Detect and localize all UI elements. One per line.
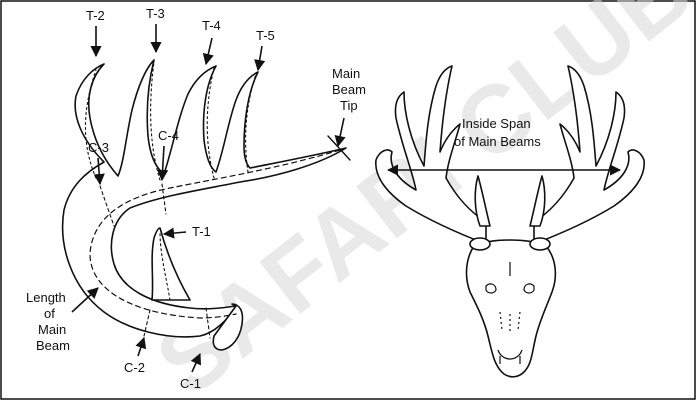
label-c3: C-3 bbox=[88, 140, 109, 155]
label-main-beam-tip-3: Tip bbox=[340, 98, 358, 113]
label-c1: C-1 bbox=[180, 376, 201, 391]
label-t3: T-3 bbox=[146, 6, 165, 21]
skull bbox=[467, 240, 556, 377]
label-length-2: of bbox=[44, 306, 55, 321]
label-c4: C-4 bbox=[158, 128, 179, 143]
label-t5: T-5 bbox=[256, 28, 275, 43]
label-inside-span-2: of Main Beams bbox=[454, 134, 541, 149]
label-main-beam-tip-1: Main bbox=[332, 66, 360, 81]
label-t1: T-1 bbox=[192, 224, 211, 239]
label-inside-span-1: Inside Span bbox=[462, 116, 531, 131]
label-length-1: Length bbox=[26, 290, 66, 305]
label-length-3: Main bbox=[38, 322, 66, 337]
label-c2: C-2 bbox=[124, 360, 145, 375]
brow-tine bbox=[152, 228, 190, 300]
label-main-beam-tip-2: Beam bbox=[332, 82, 366, 97]
label-length-4: Beam bbox=[36, 338, 70, 353]
label-t4: T-4 bbox=[202, 18, 221, 33]
label-t2: T-2 bbox=[86, 8, 105, 23]
